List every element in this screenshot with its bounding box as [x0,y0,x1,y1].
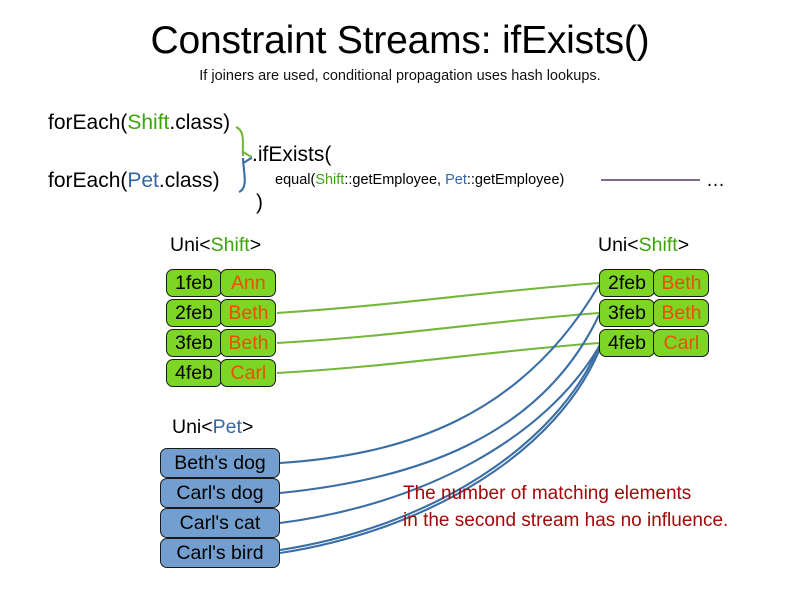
code-ellipsis: … [706,170,725,191]
foreach-pet-prefix: forEach( [48,169,128,192]
shift-in-name-0: Ann [220,269,277,297]
joiner-left-type: Shift [315,172,345,188]
list-item: Carl's bird [160,538,280,568]
shift-in-date-1: 2feb [166,299,222,327]
list-item: Carl's cat [160,508,280,538]
code-ifexists-open: .ifExists( [252,143,332,166]
code-foreach-shift: forEach(Shift.class) [48,110,230,136]
stream-label-shift-output: Uni<Shift> [598,233,689,257]
list-item: Carl's dog [160,478,280,508]
shift-out-date-1: 3feb [599,299,655,327]
shift-out-date-2: 4feb [599,329,655,357]
pet-in-name-2: Carl's cat [160,508,280,538]
shift-out-label-prefix: Uni< [598,234,639,256]
pet-in-name-1: Carl's dog [160,478,280,508]
list-item: Beth's dog [160,448,280,478]
joiner-left-method: ::getEmployee, [344,172,446,188]
pet-in-label-type: Pet [212,416,242,438]
code-foreach-pet: forEach(Pet.class) [48,168,220,194]
shift-in-date-3: 4feb [166,359,222,387]
table-row: 2feb Beth [166,299,277,327]
shift-out-date-0: 2feb [599,269,655,297]
shift-out-name-0: Beth [653,269,710,297]
slide-subtitle: If joiners are used, conditional propaga… [199,68,601,84]
shift-in-name-1: Beth [220,299,277,327]
shift-out-name-1: Beth [653,299,710,327]
shift-out-label-suffix: > [677,234,690,256]
foreach-shift-prefix: forEach( [48,111,128,134]
foreach-pet-type: Pet [127,169,159,192]
slide-title: Constraint Streams: ifExists() [150,19,650,62]
pet-in-name-3: Carl's bird [160,538,280,568]
table-row: 3feb Beth [599,299,710,327]
annotation-line-2: in the second stream has no influence. [403,510,729,531]
foreach-shift-type: Shift [127,111,170,134]
shift-in-name-2: Beth [220,329,277,357]
shift-in-label-type: Shift [210,234,250,256]
annotation-line-1: The number of matching elements [403,483,692,504]
code-joiner-equal: equal(Shift::getEmployee, Pet::getEmploy… [275,170,564,190]
shift-in-label-prefix: Uni< [170,234,211,256]
shift-in-name-3: Carl [220,359,277,387]
shift-in-date-2: 3feb [166,329,222,357]
table-row: 1feb Ann [166,269,277,297]
foreach-pet-suffix: .class) [158,169,220,192]
joiner-right-type: Pet [445,172,467,188]
foreach-shift-suffix: .class) [169,111,231,134]
shift-in-label-suffix: > [249,234,262,256]
joiner-right-method: ::getEmployee) [466,172,565,188]
shift-out-label-type: Shift [638,234,678,256]
stream-label-pet-input: Uni<Pet> [172,415,253,439]
code-close-paren: ) [256,191,263,214]
pet-in-name-0: Beth's dog [160,448,280,478]
pet-in-label-prefix: Uni< [172,416,213,438]
table-row: 4feb Carl [599,329,710,357]
joiner-prefix: equal( [275,172,316,188]
stream-label-shift-input: Uni<Shift> [170,233,261,257]
table-row: 2feb Beth [599,269,710,297]
shift-in-date-0: 1feb [166,269,222,297]
shift-out-name-2: Carl [653,329,710,357]
pet-in-label-suffix: > [241,416,254,438]
table-row: 3feb Beth [166,329,277,357]
table-row: 4feb Carl [166,359,277,387]
